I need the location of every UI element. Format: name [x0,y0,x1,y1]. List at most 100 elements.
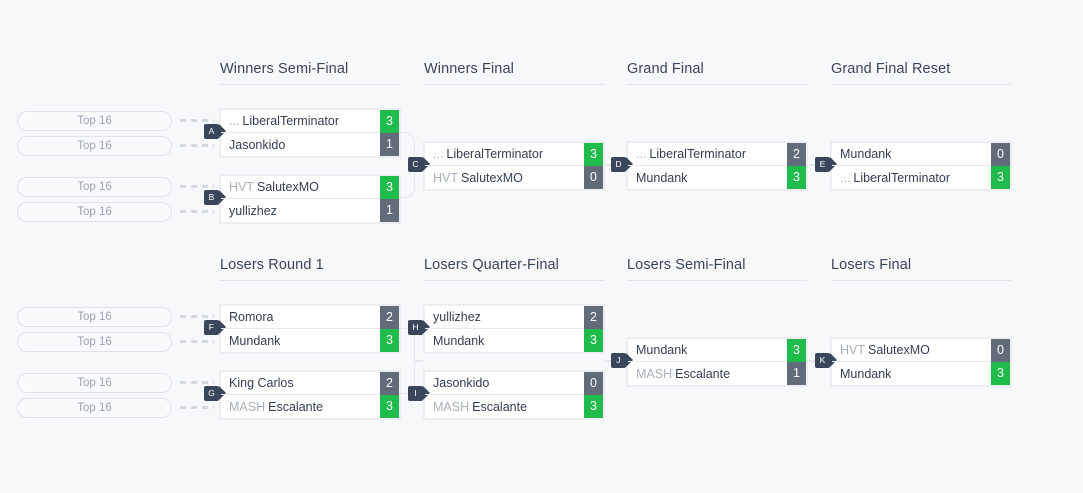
score-cell: 1 [380,199,399,222]
seed-placeholder-label: Top 16 [77,377,112,389]
competitor-name: Mundank [628,171,787,185]
team-tag: ... [636,147,647,161]
seed-placeholder-label: Top 16 [77,311,112,323]
team-tag: HVT [433,170,458,185]
player-name: SalutexMO [257,180,319,194]
feeder-line-1 [180,119,214,122]
round-divider [220,280,400,281]
seed-placeholder-5[interactable]: Top 16 [17,307,172,327]
score-cell: 3 [991,166,1010,189]
competitor-name: Jasonkido [221,138,380,152]
player-name: SalutexMO [461,170,523,185]
player-name: Mundank [840,366,892,381]
score-cell: 3 [380,175,399,199]
round-header-winners-final: Winners Final [424,60,604,85]
seed-placeholder-3[interactable]: Top 16 [17,177,172,197]
match-row[interactable]: Mundank 3 [628,166,806,189]
player-name: Mundank [229,333,281,348]
score-cell: 3 [787,166,806,189]
player-name: Escalante [472,399,528,414]
seed-placeholder-label: Top 16 [77,336,112,348]
player-name: Escalante [268,399,324,414]
seed-placeholder-8[interactable]: Top 16 [17,398,172,418]
score-cell: 3 [380,109,399,133]
player-name: LiberalTerminator [853,170,950,185]
feeder-line-6 [180,340,214,343]
seed-placeholder-1[interactable]: Top 16 [17,111,172,131]
round-title: Losers Quarter-Final [424,257,559,273]
score-cell: 1 [787,362,806,385]
round-divider [424,280,604,281]
team-tag: ... [840,170,851,185]
match-id-tag: H [408,320,430,335]
seed-placeholder-6[interactable]: Top 16 [17,332,172,352]
competitor-name: yullizhez [221,204,380,218]
score-cell: 3 [380,329,399,352]
score-cell: 0 [991,338,1010,362]
round-header-losers-round-1: Losers Round 1 [220,256,400,281]
competitor-name: Romora [221,310,380,324]
competitor-name: Mundank [628,343,787,357]
team-tag: ... [229,114,240,128]
match-row[interactable]: ...LiberalTerminator 3 [832,166,1010,189]
seed-placeholder-7[interactable]: Top 16 [17,373,172,393]
seed-placeholder-label: Top 16 [77,402,112,414]
score-cell: 0 [584,371,603,395]
competitor-name: ...LiberalTerminator [628,147,787,161]
score-cell: 0 [584,166,603,189]
player-name: LiberalTerminator [649,147,746,161]
player-name: LiberalTerminator [446,147,543,161]
round-divider [831,280,1011,281]
competitor-name: yullizhez [425,310,584,324]
match-id-tag: G [204,386,226,401]
seed-placeholder-4[interactable]: Top 16 [17,202,172,222]
seed-placeholder-label: Top 16 [77,206,112,218]
seed-placeholder-2[interactable]: Top 16 [17,136,172,156]
round-header-winners-semi-final: Winners Semi-Final [220,60,400,85]
match-row[interactable]: Mundank 3 [221,329,399,352]
score-cell: 2 [380,371,399,395]
score-cell: 0 [991,142,1010,166]
round-header-losers-semi-final: Losers Semi-Final [627,256,807,281]
feeder-line-2 [180,144,214,147]
player-name: Mundank [636,170,688,185]
seed-placeholder-label: Top 16 [77,181,112,193]
round-title: Losers Semi-Final [627,257,746,273]
player-name: Mundank [636,343,688,357]
match-id-tag: A [204,124,226,139]
round-divider [627,84,807,85]
match-id-tag: D [611,157,633,172]
